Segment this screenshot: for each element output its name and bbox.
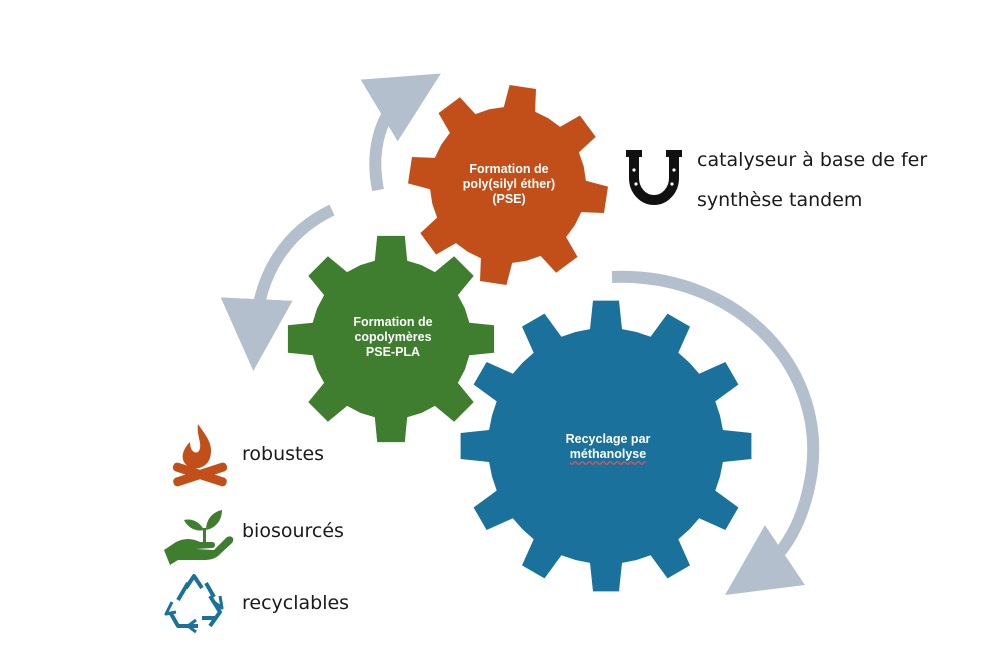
gear-top-line: Formation de (469, 162, 549, 176)
gear-top-line: (PSE) (492, 192, 526, 206)
gear-methanolysis-recycling (460, 300, 752, 592)
catalyst-text: catalyseur à base de fer (697, 149, 928, 171)
cycle-arrow-left-to-top (360, 73, 441, 192)
gear-big-label: Recyclage par méthanolyse (530, 432, 686, 462)
horseshoe-icon (626, 150, 682, 205)
cycle-arrow-top-to-left (220, 204, 335, 371)
gear-top-line: poly(silyl éther) (462, 177, 556, 191)
gear-top-label: Formation de poly(silyl éther) (PSE) (441, 162, 577, 207)
gear-left-line: copolymères (354, 330, 432, 344)
gear-left-label: Formation de copolymères PSE-PLA (318, 315, 468, 360)
gear-left-line: PSE-PLA (365, 345, 421, 359)
gear-big-line: Recyclage par (565, 432, 651, 446)
plant-hand-icon (164, 510, 234, 565)
tandem-text: synthèse tandem (697, 189, 863, 211)
fire-icon (172, 424, 228, 487)
gear-pse-formation (408, 85, 608, 285)
recycle-icon (164, 574, 224, 634)
cycle-arrow-right-down (611, 270, 820, 595)
property-label-robust: robustes (242, 443, 325, 465)
gear-left-line: Formation de (353, 315, 433, 329)
property-label-biosourced: biosourcés (242, 520, 344, 542)
property-label-recyclable: recyclables (242, 592, 350, 614)
gear-copolymer-formation (287, 235, 495, 443)
gear-big-line: méthanolyse (569, 447, 647, 461)
